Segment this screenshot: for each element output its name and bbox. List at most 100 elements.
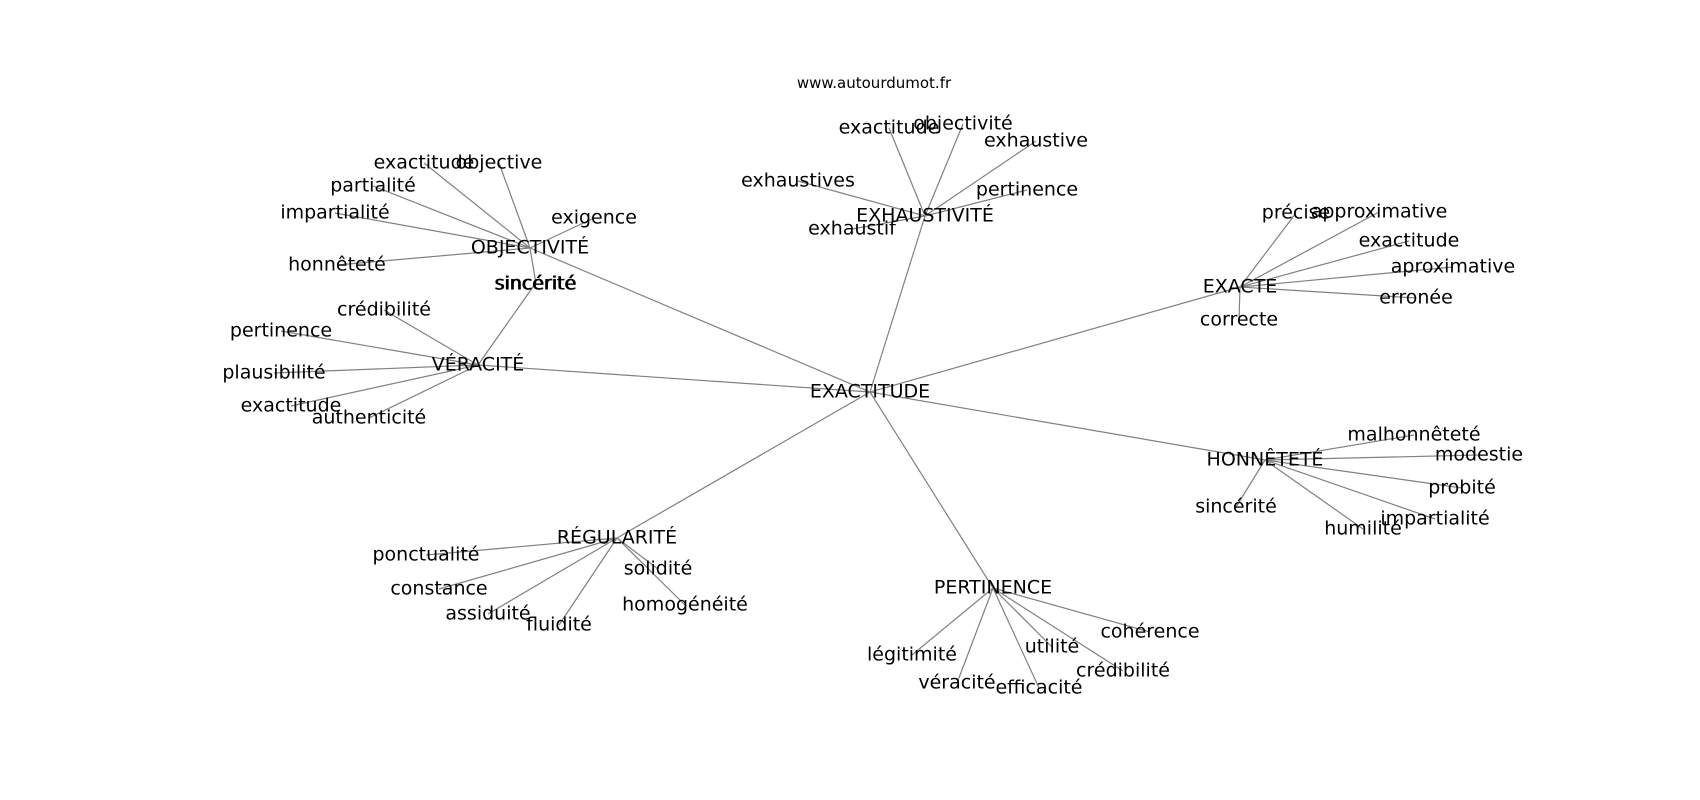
leaf-node-label: partialité: [330, 175, 416, 197]
leaf-node-label: pertinence: [230, 320, 332, 342]
edge-root-to-hub: [616, 391, 871, 539]
hub-node-label: VÉRACITÉ: [432, 353, 525, 376]
leaf-node-label: impartialité: [280, 202, 389, 224]
edge-hub-to-leaf: [851, 215, 926, 230]
edge-hub-to-leaf: [992, 587, 1053, 648]
edge-hub-to-leaf: [924, 189, 1028, 217]
edge-hub-to-leaf: [334, 212, 531, 249]
network-edges: [273, 123, 1480, 689]
hub-node-label: OBJECTIVITÉ: [471, 236, 589, 259]
edge-root-to-hub: [477, 364, 871, 393]
edge-hub-to-leaf: [992, 587, 1124, 672]
leaf-node-label: exactitude: [241, 395, 342, 417]
hub-node-label: HONNÊTETÉ: [1207, 448, 1324, 471]
edge-hub-to-leaf: [273, 364, 479, 374]
edge-hub-to-leaf: [956, 587, 994, 684]
edge-hub-to-leaf: [1238, 286, 1241, 321]
edge-hub-to-leaf: [888, 127, 926, 217]
edge-hub-to-leaf: [290, 364, 479, 407]
edge-root-to-hub: [869, 286, 1241, 393]
leaf-node-label: sincérité: [1195, 496, 1277, 518]
edge-hub-to-leaf: [336, 247, 531, 266]
edge-hub-to-leaf: [616, 537, 659, 570]
edge-hub-to-leaf: [1239, 212, 1297, 288]
edge-hub-to-leaf: [438, 537, 618, 590]
leaf-node-label: malhonnêteté: [1347, 424, 1480, 446]
leaf-node-label: erronée: [1379, 287, 1453, 309]
network-nodes: EXACTITUDEOBJECTIVITÉexactitudeobjective…: [222, 113, 1523, 699]
leaf-node-label: constance: [390, 578, 487, 600]
leaf-node-label: authenticité: [312, 407, 427, 429]
leaf-node-label: précise: [1262, 202, 1330, 224]
leaf-node-label: sincérité: [495, 273, 577, 295]
leaf-node-label: objectivité: [913, 113, 1013, 135]
leaf-node-label: exactitude: [1359, 230, 1460, 252]
edge-hub-to-leaf: [616, 537, 686, 606]
edge-hub-to-leaf: [368, 364, 479, 419]
edge-hub-to-leaf: [1264, 434, 1415, 461]
edge-hub-to-leaf: [487, 537, 618, 615]
leaf-node-label: correcte: [1200, 309, 1278, 331]
leaf-node-label: impartialité: [1380, 508, 1489, 530]
edge-hub-to-leaf: [1264, 454, 1480, 461]
leaf-node-label: légitimité: [867, 644, 957, 666]
leaf-node-label: probité: [1428, 477, 1496, 499]
leaf-node-label: ponctualité: [372, 544, 479, 566]
edge-hub-to-leaf: [477, 283, 536, 366]
leaf-node-label: exactitude: [839, 117, 940, 139]
leaf-node-label: aproximative: [1391, 256, 1515, 278]
edge-hub-to-leaf: [425, 537, 618, 556]
leaf-node-label: efficacité: [995, 677, 1082, 699]
leaf-node-label: crédibilité: [1076, 660, 1170, 682]
leaf-node-label: exhaustive: [984, 130, 1088, 152]
edge-hub-to-leaf: [797, 180, 926, 217]
edge-hub-to-leaf: [529, 217, 595, 249]
leaf-node-label: exigence: [551, 207, 637, 229]
edge-hub-to-leaf: [1239, 286, 1417, 299]
root-node-label: EXACTITUDE: [810, 381, 930, 403]
leaf-node-label: approximative: [1311, 201, 1448, 223]
edge-hub-to-leaf: [1264, 459, 1364, 530]
leaf-node-label: exhaustif: [808, 218, 897, 240]
edge-hub-to-leaf: [423, 162, 531, 249]
leaf-node-label: honnêteté: [288, 254, 386, 276]
edge-hub-to-leaf: [1239, 211, 1380, 288]
edge-root-to-hub: [869, 215, 926, 393]
edge-hub-to-leaf: [1235, 459, 1266, 508]
hub-node-label: EXHAUSTIVITÉ: [856, 204, 994, 227]
leaf-node-label: sincérité: [494, 273, 576, 295]
leaf-node-label: exhaustives: [741, 170, 855, 192]
site-watermark: www.autourdumot.fr: [797, 74, 952, 92]
hub-node-label: EXACTE: [1203, 276, 1278, 298]
edge-root-to-hub: [869, 391, 1266, 461]
leaf-node-label: utilité: [1025, 636, 1079, 658]
leaf-node-label: solidité: [624, 558, 693, 580]
leaf-node-label: pertinence: [976, 179, 1078, 201]
edge-hub-to-leaf: [1264, 459, 1463, 489]
edge-hub-to-leaf: [280, 330, 479, 366]
edge-hub-to-leaf: [992, 587, 1151, 633]
edge-hub-to-leaf: [1239, 266, 1454, 288]
leaf-node-label: modestie: [1435, 444, 1523, 466]
leaf-node-label: objective: [456, 152, 543, 174]
leaf-node-label: crédibilité: [337, 299, 431, 321]
leaf-node-label: cohérence: [1100, 621, 1199, 643]
leaf-node-label: assiduité: [445, 603, 530, 625]
leaf-node-label: plausibilité: [222, 362, 325, 384]
edge-hub-to-leaf: [924, 123, 964, 217]
leaf-node-label: humilité: [1324, 518, 1402, 540]
edge-root-to-hub: [869, 391, 994, 589]
edge-hub-to-leaf: [558, 537, 618, 626]
edge-hub-to-leaf: [498, 162, 531, 249]
edge-hub-to-leaf: [924, 140, 1037, 217]
edge-root-to-hub: [529, 247, 871, 393]
edge-hub-to-leaf: [529, 247, 537, 285]
edge-hub-to-leaf: [1264, 459, 1436, 520]
edge-hub-to-leaf: [992, 587, 1040, 689]
leaf-node-label: homogénéité: [622, 594, 748, 616]
leaf-node-label: véracité: [918, 672, 995, 694]
leaf-node-label: exactitude: [374, 152, 475, 174]
edge-hub-to-leaf: [911, 587, 994, 656]
leaf-node-label: fluidité: [526, 614, 592, 636]
hub-node-label: RÉGULARITÉ: [557, 526, 677, 549]
